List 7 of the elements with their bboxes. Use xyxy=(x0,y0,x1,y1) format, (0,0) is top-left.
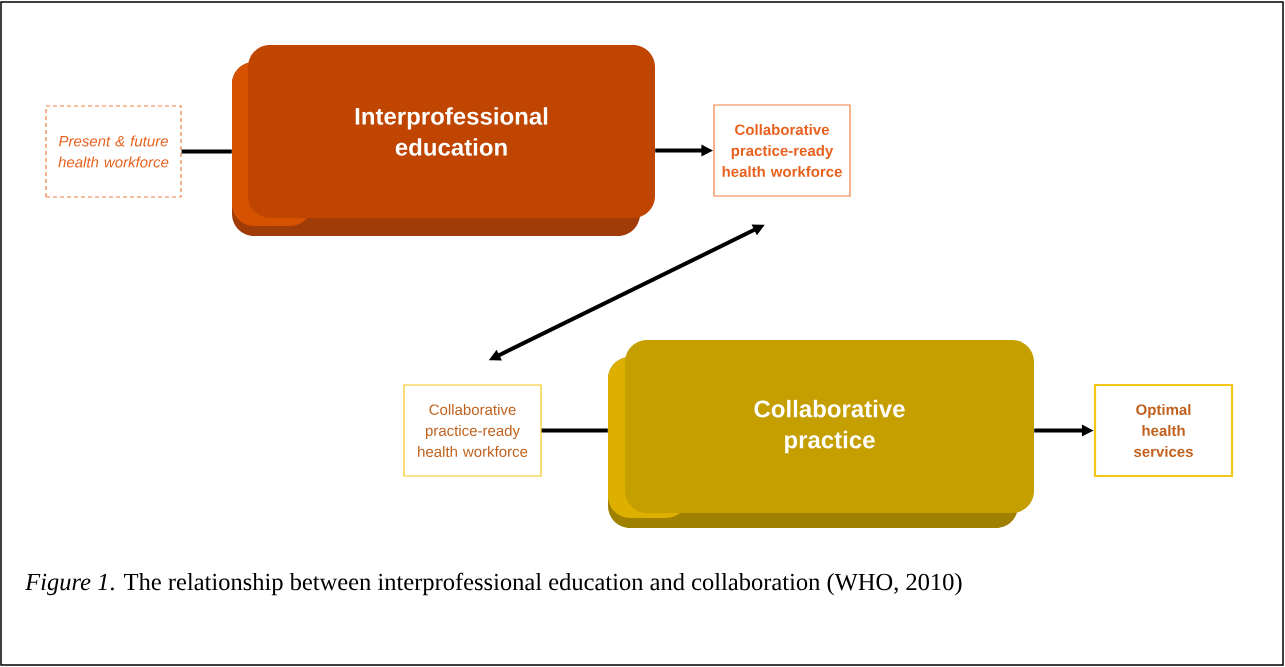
process-block: Collaborative practice xyxy=(608,340,1034,528)
input-box: Present & future health workforce xyxy=(45,105,182,198)
caption: Figure 1. The relationship between interprofessional education and collaboration (WHO, 2010) xyxy=(25,572,962,596)
output-box: Collaborative practice-ready health workforce xyxy=(713,104,851,197)
process-block: Interprofessional education xyxy=(232,45,655,236)
input-box: Collaborative practice-ready health workforce xyxy=(403,384,542,477)
output-box: Optimal health services xyxy=(1093,383,1234,478)
